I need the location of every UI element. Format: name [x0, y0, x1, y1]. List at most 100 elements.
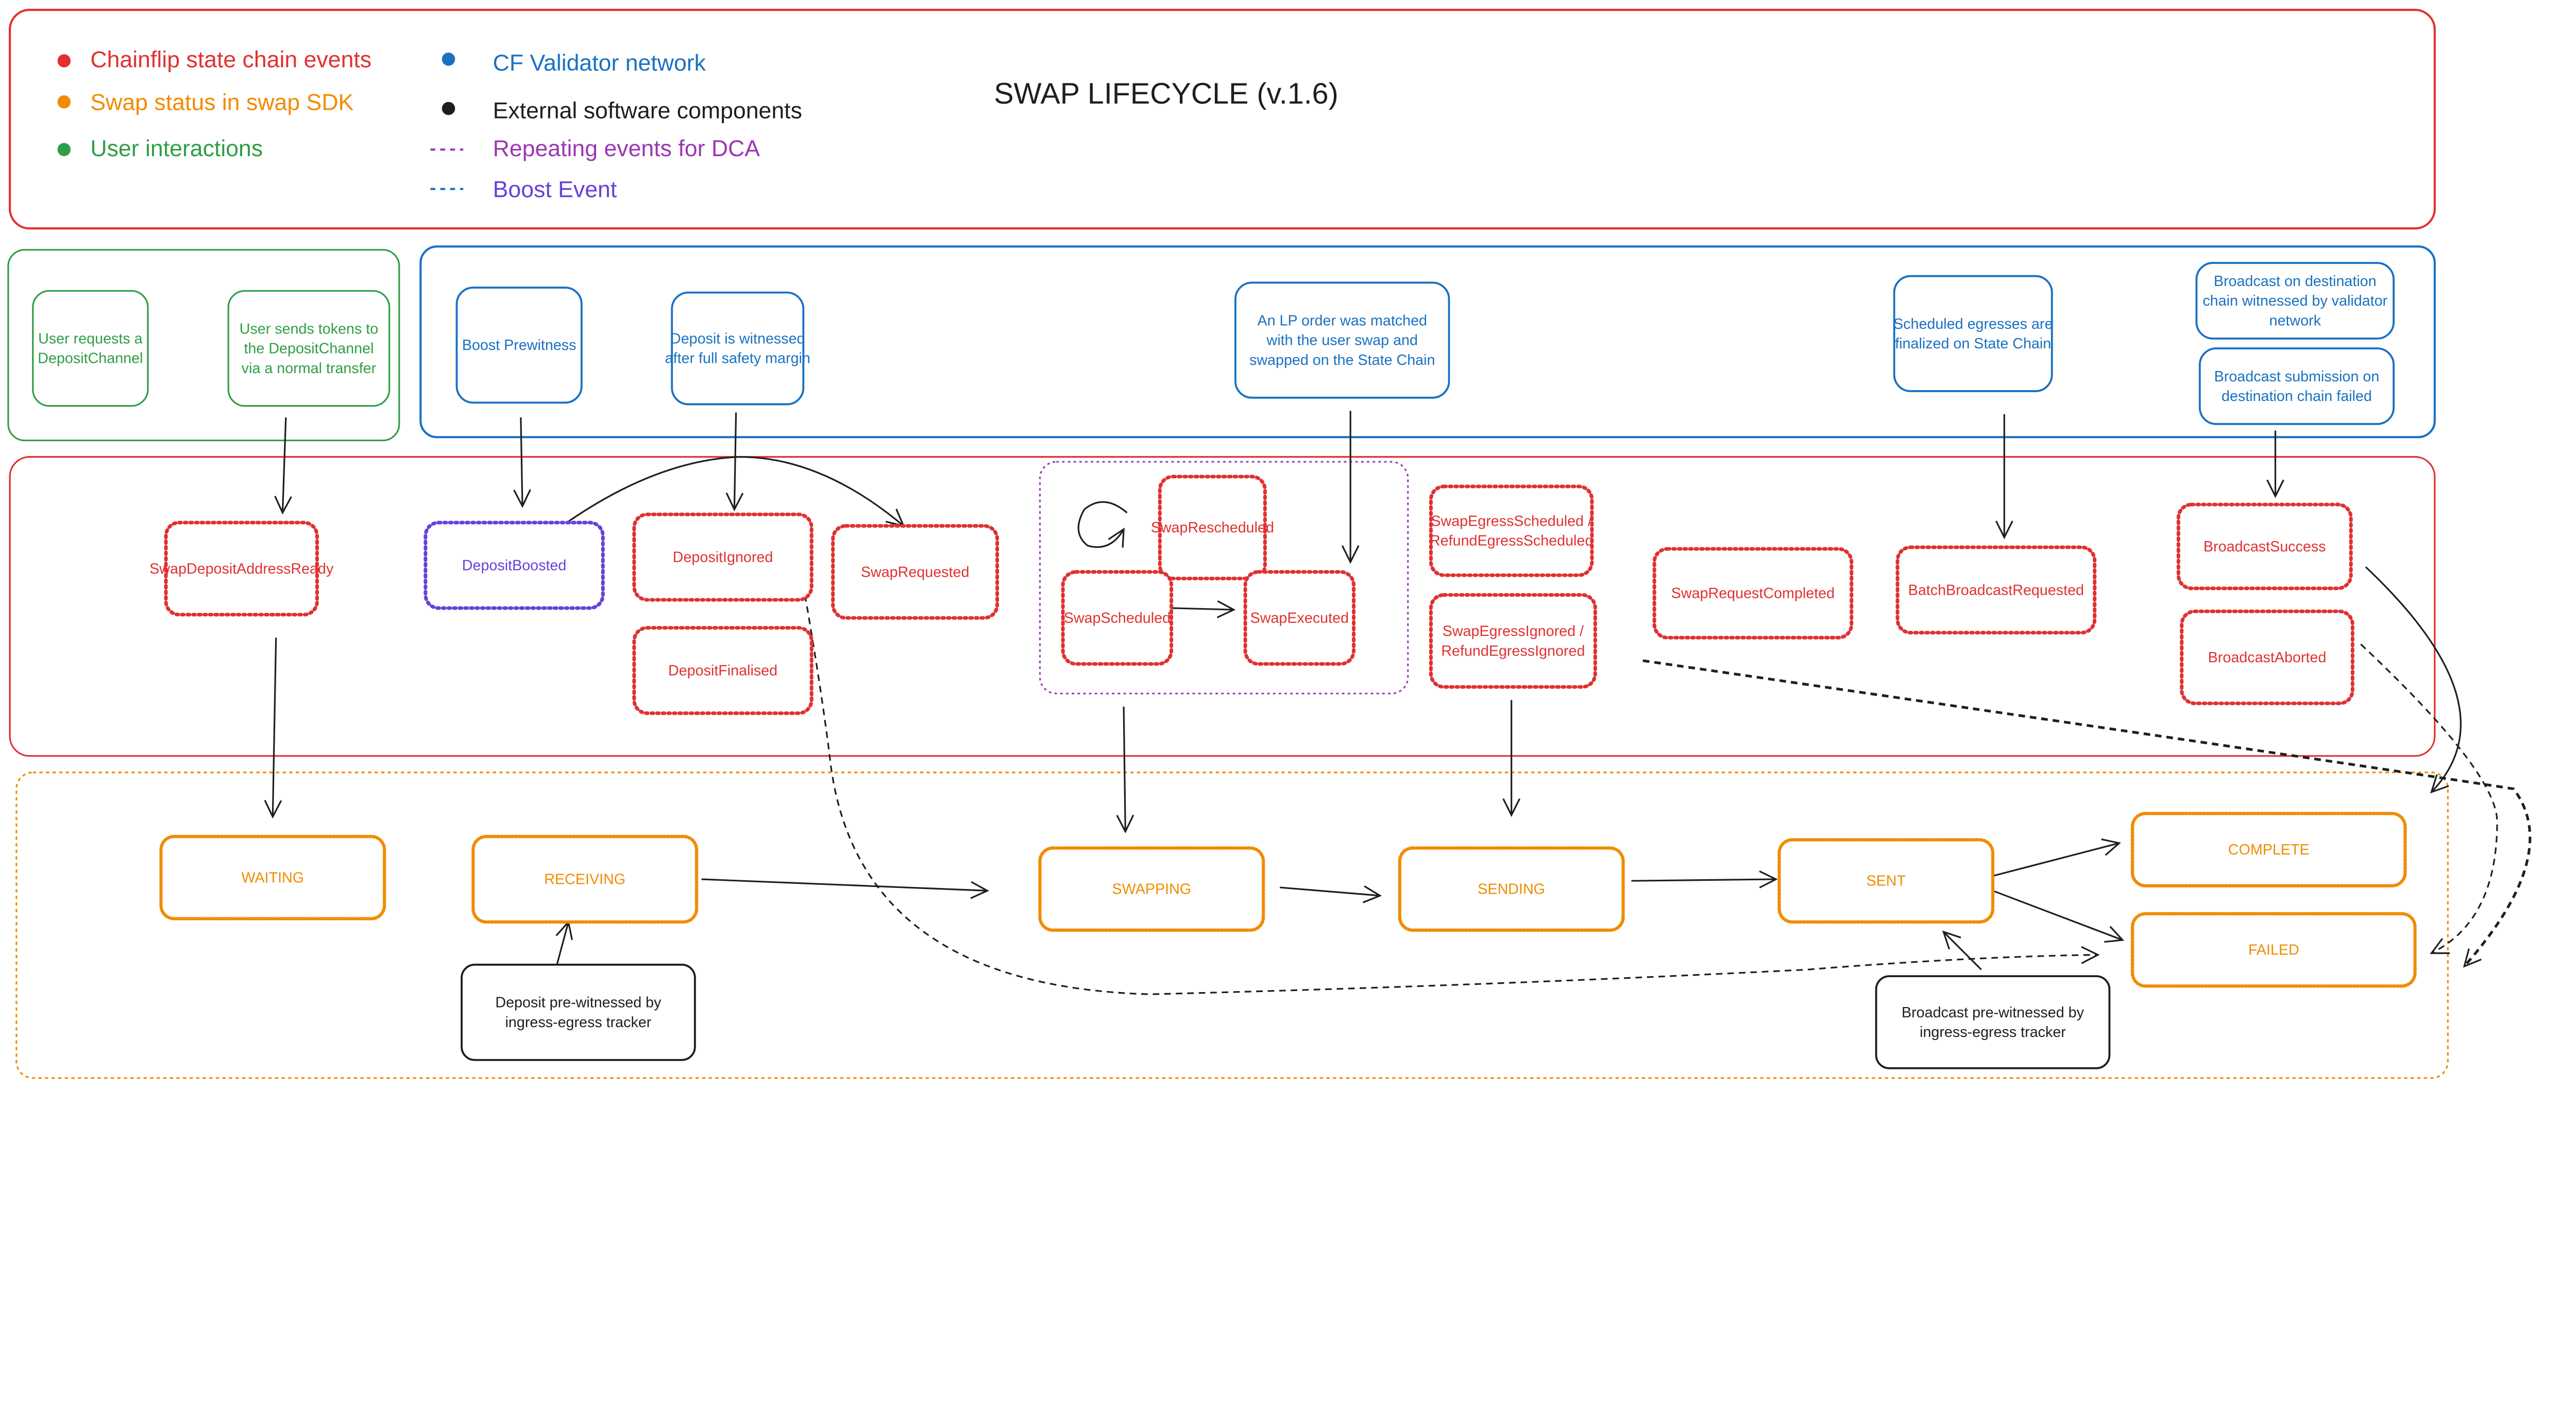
- node-label: Deposit is witnessed: [670, 330, 805, 347]
- flow-arrow: [273, 638, 276, 817]
- flow-arrow: [521, 417, 522, 506]
- node-broadcast-witnessed: Broadcast on destination chain witnessed …: [2195, 262, 2395, 340]
- node-label: the DepositChannel: [244, 341, 374, 357]
- node-label: swapped on the State Chain: [1249, 352, 1435, 368]
- node-label: Broadcast on destination: [2214, 273, 2377, 290]
- node-box: [1061, 570, 1174, 666]
- flow-arrow: [282, 417, 285, 513]
- node-swap-executed: SwapExecuted: [1243, 570, 1356, 666]
- node-label: DepositBoosted: [462, 558, 567, 574]
- diagram-title: SWAP LIFECYCLE (v.1.6): [994, 77, 1338, 110]
- node-label: SwapEgressIgnored /: [1443, 623, 1584, 640]
- node-box: [227, 290, 391, 407]
- node-box: [1893, 275, 2053, 392]
- node-box: [1875, 975, 2111, 1069]
- node-box: [2195, 262, 2395, 340]
- node-box: [2130, 912, 2417, 988]
- node-swap-scheduled: SwapScheduled: [1061, 570, 1174, 666]
- node-label: SWAPPING: [1112, 881, 1192, 898]
- arrows: [273, 411, 2532, 995]
- legend-label: Repeating events for DCA: [493, 136, 760, 161]
- node-label: COMPLETE: [2228, 842, 2310, 858]
- flow-arrow: [1631, 879, 1776, 881]
- flow-arrow: [1124, 707, 1125, 831]
- legend-dot-icon: [57, 95, 71, 109]
- node-box: [632, 512, 814, 602]
- node-box: [159, 834, 386, 920]
- legend-label: External software components: [493, 98, 802, 124]
- node-label: SENDING: [1478, 881, 1545, 898]
- node-label: destination chain failed: [2222, 388, 2372, 405]
- node-label: SwapRequested: [861, 564, 970, 580]
- user-interactions-group: [7, 249, 400, 442]
- flow-arrow: [1992, 890, 2123, 940]
- legend-label: User interactions: [90, 136, 263, 161]
- flow-arrow: [566, 456, 904, 526]
- node-box: [1895, 545, 2097, 635]
- node-label: ingress-egress tracker: [1920, 1024, 2066, 1041]
- node-label: SwapRequestCompleted: [1671, 585, 1835, 602]
- node-label: User sends tokens to: [240, 321, 378, 337]
- node-box: [831, 524, 999, 620]
- node-complete: COMPLETE: [2130, 812, 2407, 887]
- node-box: [423, 521, 605, 610]
- flow-arrow: [557, 922, 568, 965]
- legend-dot-icon: [57, 143, 71, 156]
- node-label: network: [2269, 312, 2321, 329]
- node-label: SENT: [1866, 873, 1906, 890]
- node-sent: SENT: [1777, 838, 1995, 924]
- node-boost-prewitness: Boost Prewitness: [455, 287, 583, 404]
- node-swap-egress-scheduled: SwapEgressScheduled /RefundEgressSchedul…: [1429, 484, 1594, 577]
- flow-arrow: [1279, 887, 1380, 896]
- node-label: Boost Prewitness: [462, 337, 577, 354]
- node-label: SwapDepositAddressReady: [149, 561, 334, 577]
- node-deposit-boosted: DepositBoosted: [423, 521, 605, 610]
- node-swap-egress-ignored: SwapEgressIgnored /RefundEgressIgnored: [1429, 593, 1597, 689]
- node-label: ingress-egress tracker: [505, 1014, 652, 1031]
- swap-lifecycle-diagram: SWAP LIFECYCLE (v.1.6) Chainflip state c…: [7, 9, 2532, 1079]
- dca-repeating-group: [1039, 461, 1409, 695]
- node-label: An LP order was matched: [1257, 312, 1427, 329]
- node-batch-broadcast-requested: BatchBroadcastRequested: [1895, 545, 2097, 635]
- node-label: chain witnessed by validator: [2202, 293, 2387, 309]
- flow-arrow: [804, 595, 2098, 995]
- node-box: [1038, 846, 1265, 932]
- node-box: [32, 290, 149, 407]
- repeat-loop-icon: [1077, 501, 1128, 548]
- node-box: [1652, 547, 1854, 640]
- node-label: BatchBroadcastRequested: [1908, 582, 2084, 598]
- flow-arrow: [2365, 566, 2462, 792]
- node-label: FAILED: [2248, 942, 2299, 959]
- node-box: [1158, 475, 1267, 580]
- node-label: User requests a: [38, 330, 143, 347]
- node-box: [1777, 838, 1995, 924]
- node-label: Scheduled egresses are: [1893, 316, 2053, 332]
- node-swapping: SWAPPING: [1038, 846, 1265, 932]
- node-label: with the user swap and: [1266, 332, 1418, 349]
- legend-dot-icon: [442, 102, 455, 115]
- node-broadcast-aborted: BroadcastAborted: [2180, 609, 2354, 706]
- node-sending: SENDING: [1398, 846, 1625, 932]
- node-box: [471, 834, 699, 924]
- node-label: WAITING: [242, 869, 304, 886]
- legend-dot-icon: [442, 53, 455, 66]
- node-waiting: WAITING: [159, 834, 386, 920]
- node-receiving: RECEIVING: [471, 834, 699, 924]
- node-box: [461, 963, 696, 1061]
- node-label: Broadcast pre-witnessed by: [1902, 1004, 2084, 1021]
- flow-arrow: [701, 878, 988, 891]
- legend-frame: [9, 9, 2436, 230]
- node-label: SwapExecuted: [1250, 610, 1349, 627]
- node-box: [2130, 812, 2407, 887]
- flow-arrow: [2360, 643, 2498, 953]
- node-lp-matched: An LP order was matched with the user swa…: [1234, 281, 1450, 399]
- node-deposit-ignored: DepositIgnored: [632, 512, 814, 602]
- legend-label: Chainflip state chain events: [90, 47, 371, 73]
- legend-label: Swap status in swap SDK: [90, 90, 353, 115]
- node-broadcast-prewitnessed: Broadcast pre-witnessed by ingress-egress…: [1875, 975, 2111, 1069]
- node-label: BroadcastAborted: [2208, 649, 2327, 666]
